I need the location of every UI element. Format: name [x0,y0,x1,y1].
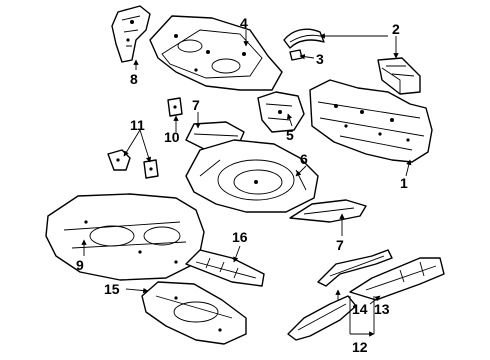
part-16-rail [185,249,265,287]
callout-2: 2 [392,21,400,37]
part-1-rear-panel [309,79,433,163]
part-13-side-rail [349,257,445,301]
part-9-front-floor-pan [45,193,205,281]
part-5-inner-bracket [257,91,305,133]
callout-9: 9 [76,257,84,273]
part-7-lower-crossmember [289,199,367,223]
callout-11: 11 [130,117,145,133]
part-4-rear-shelf [149,15,283,91]
callout-16: 16 [232,229,248,245]
callout-5: 5 [286,127,294,143]
part-11-brackets [107,149,159,179]
callout-3: 3 [316,51,324,67]
part-12-side-rail [287,295,357,341]
callout-15: 15 [104,281,120,297]
part-10-bracket [167,97,183,117]
callout-10: 10 [164,129,180,145]
callout-12: 12 [352,339,368,355]
callout-13: 13 [374,301,390,317]
leader-lines [81,30,412,334]
part-8-bracket [111,5,151,63]
callout-8: 8 [130,71,138,87]
callout-14: 14 [352,301,368,317]
part-2-upper-rail [283,28,325,49]
callout-4: 4 [240,15,248,31]
callout-labels: 2 3 4 8 7 10 11 5 6 1 7 9 16 15 14 13 12 [76,15,408,355]
part-6-rear-floor-pan [185,139,319,213]
callout-6: 6 [300,151,308,167]
callout-7-lower: 7 [336,237,344,253]
part-3-clip [289,49,303,61]
callout-7-upper: 7 [192,97,200,113]
part-14-side-rail [317,249,393,287]
part-2-end-block [377,57,421,95]
part-15-floor-section [141,281,247,345]
callout-1: 1 [400,175,408,191]
